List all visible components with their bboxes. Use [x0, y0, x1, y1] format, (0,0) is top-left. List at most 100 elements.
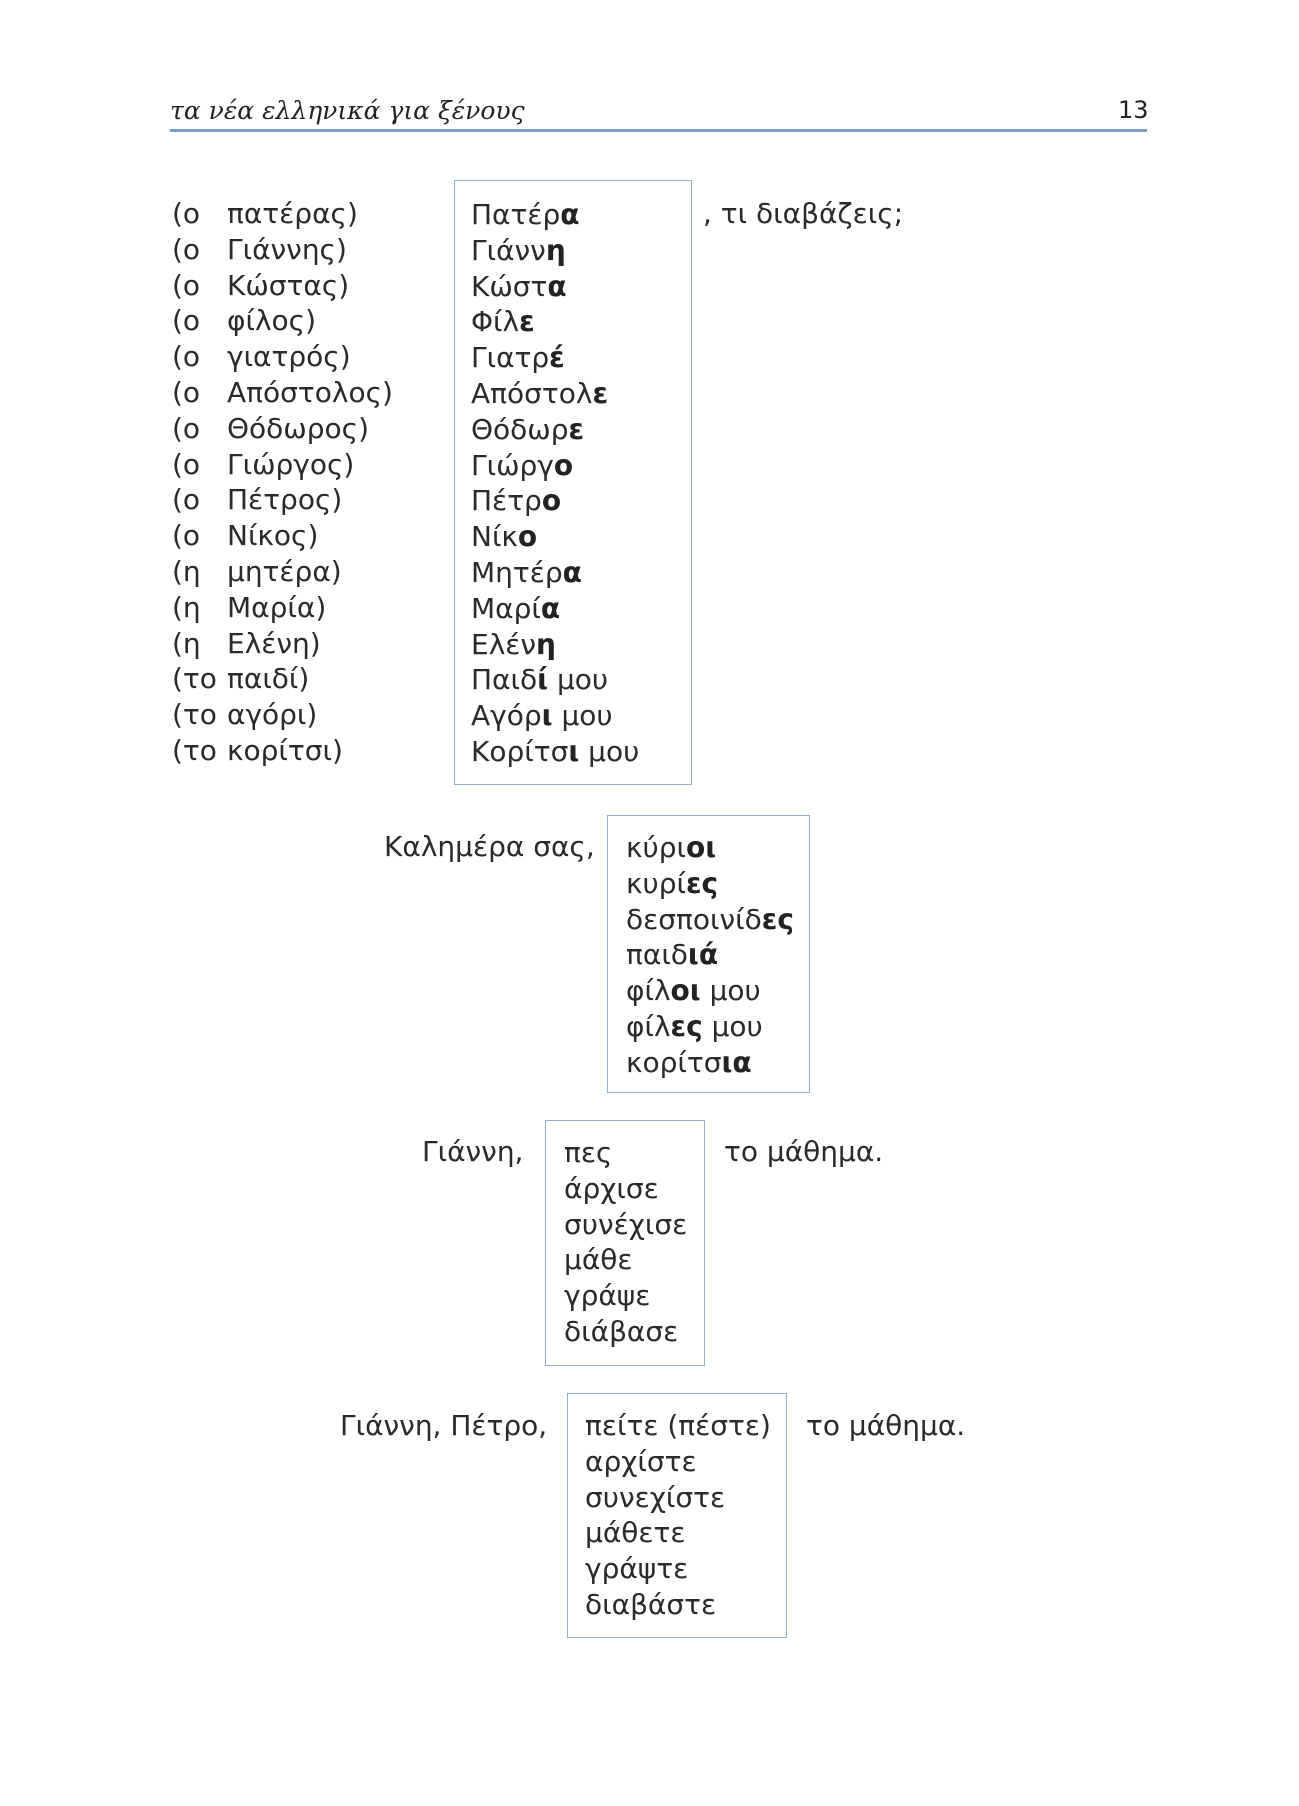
noun-base: αγόρι) — [227, 698, 318, 732]
noun-article: (ο — [172, 447, 201, 481]
greeting-stem: φίλ — [626, 1009, 671, 1043]
imperative-singular-item: συνέχισε — [564, 1207, 688, 1241]
vocative-stem: Φίλ — [471, 305, 520, 339]
vocative-stem: Μαρί — [471, 591, 541, 625]
greeting-ending: οι — [670, 974, 701, 1008]
noun-base: πατέρας) — [227, 197, 358, 230]
noun-article: (ο — [172, 268, 201, 302]
vocative-row: Γιάννη — [471, 233, 639, 269]
imperative-singular-item: διάβασε — [564, 1314, 679, 1348]
vocative-suffix: μου — [579, 734, 640, 768]
vocative-ending: ε — [592, 376, 609, 410]
vocative-suffix: μου — [552, 699, 613, 733]
imperative-plural-prefix: Γιάννη, Πέτρο, — [340, 1409, 548, 1442]
greeting-ending: ες — [685, 866, 719, 900]
greeting-ending: οι — [685, 831, 717, 864]
noun-base: γιατρός) — [227, 340, 351, 374]
vocative-stem: Απόστολ — [471, 376, 593, 410]
vocative-row: Πέτρο — [471, 483, 639, 519]
vocative-row: Γιατρέ — [471, 340, 639, 376]
vocative-stem: Γιατρ — [471, 341, 550, 375]
noun-article: (ο — [172, 197, 201, 230]
vocative-ending: ι — [541, 699, 553, 733]
vocative-suffix: μου — [548, 663, 609, 697]
vocative-stem: Ελέν — [471, 627, 537, 661]
vocative-ending: ε — [568, 412, 585, 446]
greeting-ending: ες — [670, 1009, 703, 1043]
vocative-stem: Θόδωρ — [471, 412, 569, 446]
vocative-row: Μητέρα — [471, 555, 639, 591]
imperative-plural-item: διαβάστε — [585, 1587, 717, 1621]
noun-article: (ο — [172, 483, 201, 517]
noun-base: Γιάννης) — [227, 232, 347, 266]
vocative-stem: Γιάνν — [471, 233, 546, 267]
imperative-plural-item: αρχίστε — [585, 1444, 697, 1478]
noun-article: (το — [172, 698, 217, 732]
greeting-row: φίλες μου — [626, 1009, 794, 1045]
greeting-row: κορίτσια — [626, 1045, 794, 1081]
imperative-singular-prefix: Γιάννη, — [422, 1135, 524, 1168]
noun-article: (η — [172, 590, 201, 624]
greeting-ending: ιά — [687, 938, 719, 972]
noun-article: (ο — [172, 232, 201, 266]
greeting-stem: φίλ — [626, 974, 671, 1008]
vocative-ending: ο — [541, 484, 562, 518]
imperative-plural-item: πείτε (πέστε) — [585, 1409, 771, 1442]
vocative-stem: Αγόρ — [471, 699, 542, 733]
noun-row: (ο Γιάννης) — [172, 232, 393, 268]
vocative-stem: Κορίτσ — [471, 734, 569, 768]
noun-base: Πέτρος) — [227, 483, 343, 517]
greeting-ending: ια — [721, 1045, 752, 1079]
greeting-suffix: μου — [700, 974, 761, 1008]
noun-base: Θόδωρος) — [227, 411, 370, 445]
vocative-row: Απόστολε — [471, 376, 639, 412]
vocative-ending: α — [547, 269, 567, 303]
vocative-ending: ο — [517, 520, 538, 554]
page-number: 13 — [1118, 96, 1149, 124]
vocative-stem: Γιώργ — [471, 448, 554, 482]
vocative-row: Γιώργο — [471, 448, 639, 484]
vocative-row: Νίκο — [471, 519, 639, 555]
noun-row: (ο πατέρας) — [172, 196, 393, 232]
vocative-stem: Μητέρ — [471, 555, 563, 589]
noun-base: φίλος) — [227, 304, 317, 338]
vocative-ending: έ — [549, 341, 565, 375]
vocative-row: Κορίτσι μου — [471, 734, 639, 770]
greeting-row: κυρίες — [626, 866, 794, 902]
vocative-ending: ε — [519, 305, 535, 339]
greeting-stem: δεσποινίδ — [626, 902, 762, 936]
vocative-ending: ο — [553, 448, 574, 482]
vocative-stem: Παιδ — [471, 663, 538, 697]
vocative-row: Θόδωρε — [471, 412, 639, 448]
greeting-row: κύριοι — [626, 830, 794, 866]
vocative-ending: ί — [537, 663, 549, 697]
greeting-stem: κορίτσ — [626, 1045, 722, 1079]
greeting-row: φίλοι μου — [626, 973, 794, 1009]
noun-base: Νίκος) — [227, 519, 319, 553]
noun-row: (ο Πέτρος) — [172, 482, 393, 518]
noun-article: (ο — [172, 375, 201, 409]
imperative-singular-suffix: το μάθημα. — [724, 1135, 884, 1168]
greeting-prefix: Καλημέρα σας, — [384, 830, 595, 863]
noun-article: (ο — [172, 304, 201, 338]
vocative-stem: Πέτρ — [471, 484, 542, 518]
header-rule — [170, 129, 1147, 132]
greeting-ending: ες — [761, 902, 794, 936]
noun-row: (το αγόρι) — [172, 697, 393, 733]
